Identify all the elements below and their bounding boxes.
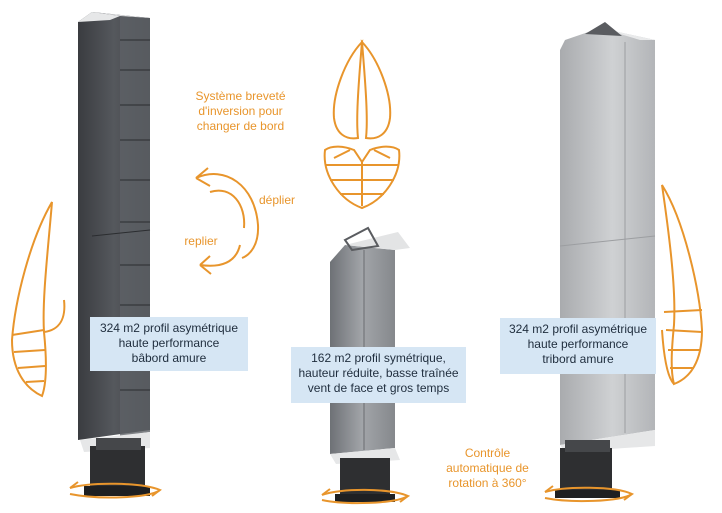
left-sail-description: 324 m2 profil asymétrique haute performa… bbox=[90, 317, 248, 371]
rotate-arrow-icon-center bbox=[321, 488, 411, 505]
right-sail-description: 324 m2 profil asymétrique haute performa… bbox=[500, 318, 656, 374]
fold-arrow-icon bbox=[199, 244, 241, 275]
unfold-arrow-icon bbox=[195, 167, 260, 259]
fold-label: replier bbox=[184, 234, 218, 248]
right-wing-sail bbox=[555, 22, 656, 498]
sail-profile-icon-right bbox=[661, 184, 704, 386]
sail-profile-icon-left bbox=[10, 201, 66, 398]
sail-profile-icon-center bbox=[323, 39, 401, 210]
unfold-label: déplier bbox=[258, 193, 296, 207]
rotation-control-label: Contrôle automatique de rotation à 360° bbox=[446, 446, 529, 490]
inversion-system-label: Système breveté d'inversion pour changer… bbox=[195, 89, 286, 133]
center-sail-description: 162 m2 profil symétrique, hauteur réduit… bbox=[291, 347, 466, 403]
left-wing-sail bbox=[78, 12, 151, 496]
rotate-arrow-icon-left bbox=[69, 481, 162, 499]
rotate-arrow-icon-right bbox=[544, 485, 635, 503]
